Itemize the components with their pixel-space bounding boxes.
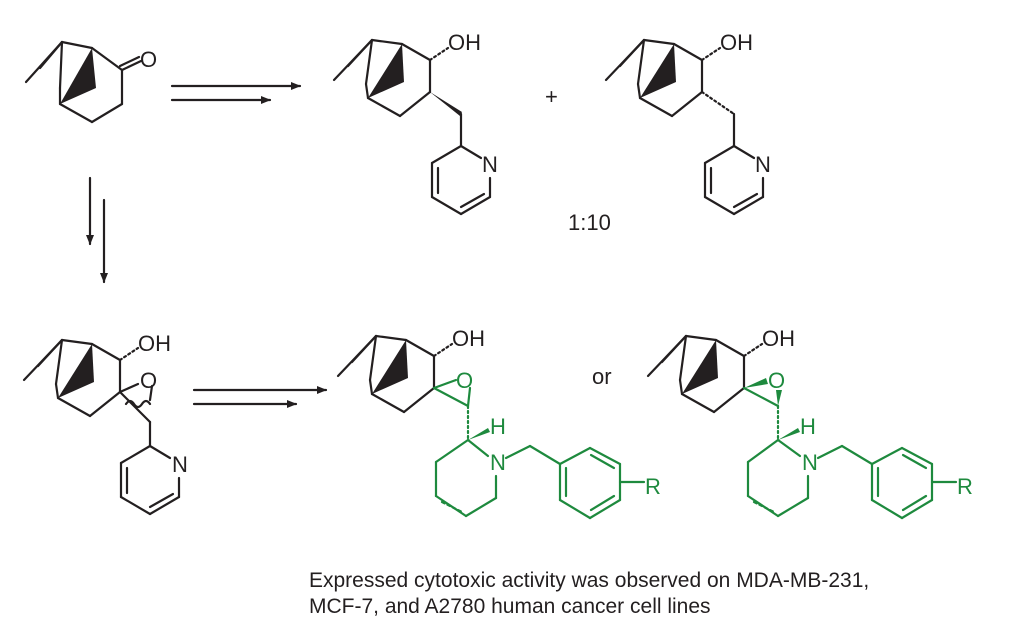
caption-line-1: Expressed cytotoxic activity was observe… (309, 569, 870, 592)
product-alcohol-2: OH N (604, 30, 771, 216)
piperidine-n-label-1: N (490, 450, 506, 475)
activity-caption: Expressed cytotoxic activity was observe… (309, 568, 869, 620)
stereo-h-label-2: H (800, 414, 816, 439)
stereo-h-label-1: H (490, 414, 506, 439)
pyridine-n-label-1: N (482, 152, 498, 177)
hydroxyl-label-4: OH (452, 326, 485, 351)
or-label: or (592, 364, 612, 389)
caption-line-2: MCF-7, and A2780 human cancer cell lines (309, 595, 711, 618)
hydroxyl-label-3: OH (138, 331, 171, 356)
ketone-oxygen-label: O (140, 47, 157, 72)
nopinone-structure: O (24, 40, 157, 124)
epoxide-o-label-2: O (456, 368, 473, 393)
pyridine-n-label-2: N (755, 152, 771, 177)
final-product-a: OH O H N R (336, 326, 661, 520)
hydroxyl-label-2: OH (720, 30, 753, 55)
r-group-label-2: R (957, 474, 973, 499)
epoxide-intermediate: OH O N (22, 331, 188, 516)
epoxide-o-label-1: O (140, 368, 157, 393)
plus-sign: + (545, 84, 558, 109)
final-product-b: OH O H N R (646, 326, 973, 520)
pyridine-n-label-3: N (172, 452, 188, 477)
hydroxyl-label-1: OH (448, 30, 481, 55)
r-group-label-1: R (645, 474, 661, 499)
hydroxyl-label-5: OH (762, 326, 795, 351)
product-alcohol-1: OH N (332, 30, 498, 216)
isomer-ratio: 1:10 (568, 210, 611, 235)
piperidine-n-label-2: N (802, 450, 818, 475)
epoxide-o-label-3: O (768, 368, 785, 393)
